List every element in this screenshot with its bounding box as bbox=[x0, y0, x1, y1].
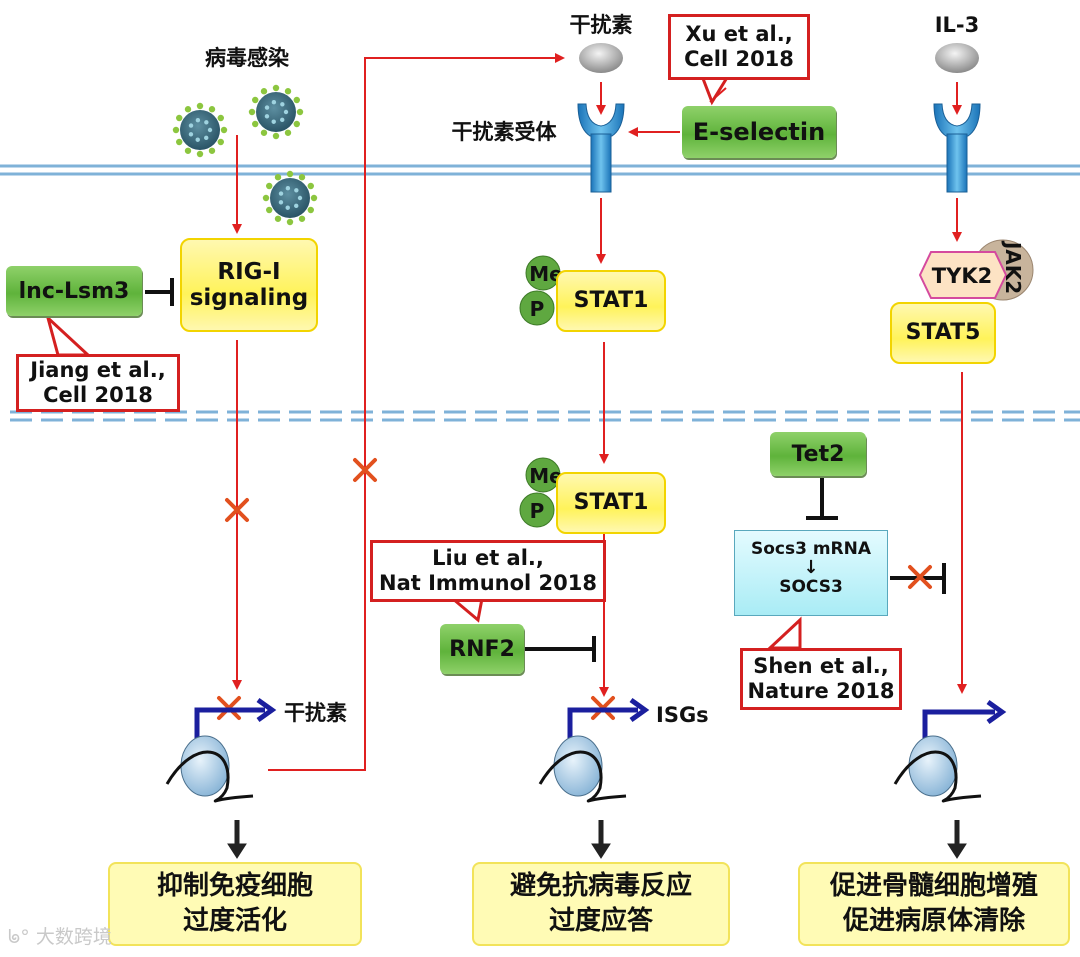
nucleosome-icons bbox=[165, 735, 982, 803]
isgs-label: ISGs bbox=[656, 703, 709, 727]
p-label-2: P bbox=[530, 499, 545, 523]
rnf2-box: RNF2 bbox=[440, 624, 524, 674]
il3-ligand bbox=[935, 43, 979, 73]
il3-receptor-icon bbox=[933, 103, 981, 193]
stat1-modifications-cytoplasm bbox=[519, 255, 561, 326]
output-arrows bbox=[227, 820, 967, 859]
ifn-gene-label: 干扰素 bbox=[284, 701, 347, 725]
ref-shen: Shen et al., Nature 2018 bbox=[740, 648, 902, 710]
tet2-box: Tet2 bbox=[770, 432, 866, 476]
outcome-right: 促进骨髓细胞增殖 促进病原体清除 bbox=[798, 862, 1070, 946]
rig-i-signaling-box: RIG-I signaling bbox=[180, 238, 318, 332]
virus-icon bbox=[248, 84, 304, 140]
stat5-box: STAT5 bbox=[890, 302, 996, 364]
cell-membrane bbox=[0, 164, 1080, 176]
virus-particles bbox=[172, 84, 318, 226]
socs3-protein-label: SOCS3 bbox=[779, 577, 843, 597]
outcome-left: 抑制免疫细胞 过度活化 bbox=[108, 862, 362, 946]
tyk2-label: TYK2 bbox=[932, 264, 992, 288]
watermark-text: 大数跨境 bbox=[35, 926, 112, 948]
socs3-arrow: ↓ bbox=[803, 557, 819, 578]
ref-xu: Xu et al., Cell 2018 bbox=[668, 14, 810, 80]
watermark-logo-icon: ᖚ° bbox=[8, 926, 36, 948]
ref-liu: Liu et al., Nat Immunol 2018 bbox=[370, 540, 606, 602]
ifn-receptor-label: 干扰素受体 bbox=[452, 120, 558, 144]
stat1-cytoplasm-box: STAT1 bbox=[556, 270, 666, 332]
virus-icon bbox=[262, 170, 318, 226]
socs3-box: Socs3 mRNA ↓ SOCS3 bbox=[734, 530, 888, 616]
tyk2-icon bbox=[918, 251, 1008, 299]
jak2-label: JAK2 bbox=[1001, 240, 1025, 294]
virus-infection-label: 病毒感染 bbox=[205, 46, 289, 70]
interferon-label: 干扰素 bbox=[570, 13, 633, 37]
interferon-ligand bbox=[579, 43, 623, 73]
stat1-nucleus-box: STAT1 bbox=[556, 472, 666, 534]
outcome-middle: 避免抗病毒反应 过度应答 bbox=[472, 862, 730, 946]
watermark: ᖚ° 大数跨境 bbox=[8, 922, 112, 949]
ref-jiang: Jiang et al., Cell 2018 bbox=[16, 354, 180, 412]
e-selectin-box: E-selectin bbox=[682, 106, 836, 158]
p-label-1: P bbox=[530, 297, 545, 321]
socs3-mrna-label: Socs3 mRNA bbox=[750, 539, 872, 559]
lnc-lsm3-box: lnc-Lsm3 bbox=[6, 266, 142, 316]
nuclear-membrane bbox=[10, 410, 1080, 422]
interferon-receptor-icon bbox=[577, 103, 625, 193]
il3-label: IL-3 bbox=[935, 13, 980, 37]
virus-icon bbox=[172, 102, 228, 158]
gene-promoters bbox=[194, 697, 1007, 745]
